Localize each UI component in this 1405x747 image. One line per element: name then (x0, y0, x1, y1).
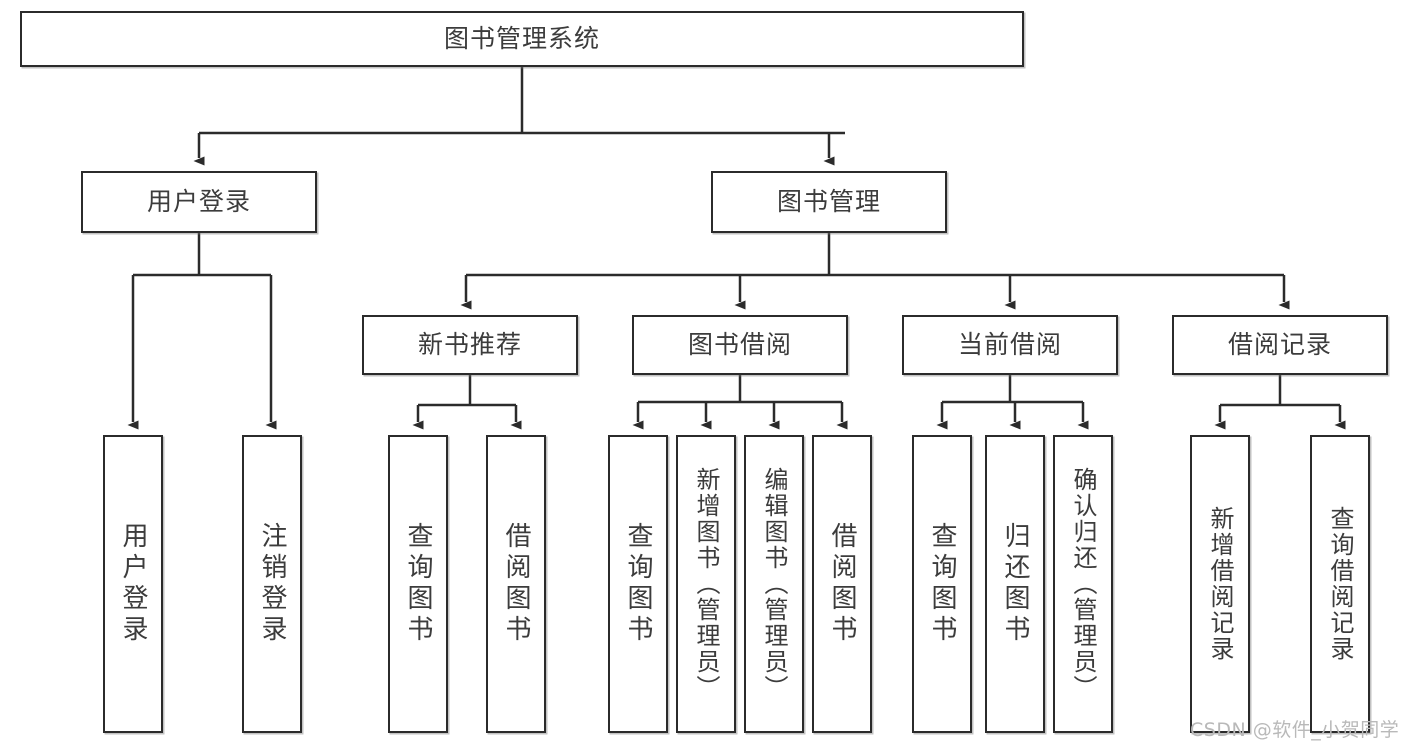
node-book-borrow[interactable]: 图书借阅 (632, 315, 848, 375)
node-leaf-borrow-book-2[interactable]: 借阅图书 (812, 435, 872, 733)
node-leaf-confirm-return[interactable]: 确认归还（管理员） (1053, 435, 1113, 733)
node-leaf-query-book-3-label: 查询图书 (927, 522, 957, 646)
node-leaf-query-record-label: 查询借阅记录 (1326, 506, 1354, 662)
node-root[interactable]: 图书管理系统 (20, 11, 1024, 67)
node-leaf-edit-book-label: 编辑图书（管理员） (760, 467, 788, 701)
node-leaf-query-book-1[interactable]: 查询图书 (388, 435, 448, 733)
node-leaf-borrow-book-1-label: 借阅图书 (501, 522, 531, 646)
node-leaf-query-book-2[interactable]: 查询图书 (608, 435, 668, 733)
node-book-manage[interactable]: 图书管理 (711, 171, 947, 233)
node-leaf-add-record[interactable]: 新增借阅记录 (1190, 435, 1250, 733)
node-leaf-return-book[interactable]: 归还图书 (985, 435, 1045, 733)
node-leaf-add-book[interactable]: 新增图书（管理员） (676, 435, 736, 733)
node-leaf-user-login-label: 用户登录 (118, 522, 148, 646)
node-user-login[interactable]: 用户登录 (81, 171, 317, 233)
node-new-book-rec-label: 新书推荐 (417, 330, 522, 359)
node-borrow-record[interactable]: 借阅记录 (1172, 315, 1388, 375)
node-current-borrow-label: 当前借阅 (957, 330, 1062, 359)
node-leaf-query-book-1-label: 查询图书 (403, 522, 433, 646)
node-leaf-user-login[interactable]: 用户登录 (103, 435, 163, 733)
node-leaf-add-record-label: 新增借阅记录 (1206, 506, 1234, 662)
node-book-manage-label: 图书管理 (776, 187, 881, 216)
node-leaf-return-book-label: 归还图书 (1000, 522, 1030, 646)
node-leaf-user-logout[interactable]: 注销登录 (242, 435, 302, 733)
node-book-borrow-label: 图书借阅 (687, 330, 792, 359)
node-user-login-label: 用户登录 (146, 187, 251, 216)
node-new-book-rec[interactable]: 新书推荐 (362, 315, 578, 375)
node-leaf-user-logout-label: 注销登录 (257, 522, 287, 646)
node-leaf-borrow-book-1[interactable]: 借阅图书 (486, 435, 546, 733)
node-leaf-confirm-return-label: 确认归还（管理员） (1069, 467, 1097, 701)
node-leaf-query-book-3[interactable]: 查询图书 (912, 435, 972, 733)
node-root-label: 图书管理系统 (443, 24, 600, 53)
node-leaf-query-book-2-label: 查询图书 (623, 522, 653, 646)
node-current-borrow[interactable]: 当前借阅 (902, 315, 1118, 375)
node-leaf-query-record[interactable]: 查询借阅记录 (1310, 435, 1370, 733)
node-leaf-edit-book[interactable]: 编辑图书（管理员） (744, 435, 804, 733)
watermark-credit: CSDN @软件_小贺同学 (1190, 719, 1400, 741)
node-leaf-borrow-book-2-label: 借阅图书 (827, 522, 857, 646)
node-borrow-record-label: 借阅记录 (1227, 330, 1332, 359)
node-leaf-add-book-label: 新增图书（管理员） (692, 467, 720, 701)
